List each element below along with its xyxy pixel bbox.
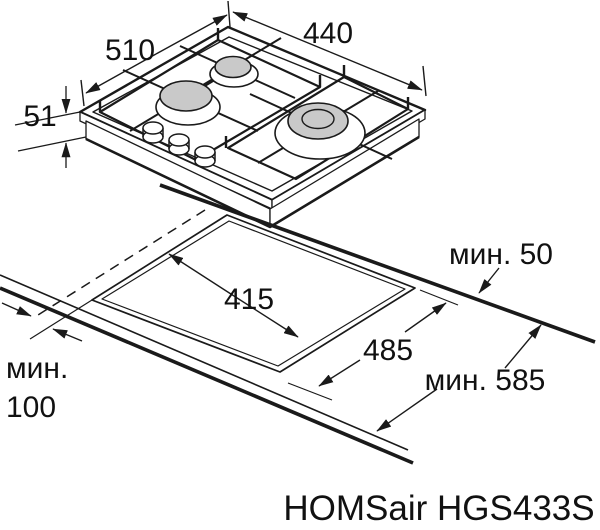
dim-min-side-clearance-label-line2: 100 bbox=[6, 391, 56, 424]
grate-right bbox=[226, 75, 410, 181]
dim-cutout-width-label: 415 bbox=[224, 283, 274, 316]
worktop-front-bottom-edge bbox=[0, 286, 414, 465]
hob-isometric-view bbox=[78, 25, 427, 229]
cutout-dimensions: 415 485 мин. 50 мин. 585 мин. 100 bbox=[1, 238, 553, 432]
burner-large bbox=[274, 102, 366, 160]
knob bbox=[168, 133, 190, 156]
worktop-cutout-view bbox=[0, 183, 596, 465]
model-title: HOMSair HGS433S bbox=[283, 489, 594, 528]
knob bbox=[142, 121, 164, 144]
cutout-outline-outer bbox=[91, 214, 416, 373]
dim-min100-lines bbox=[1, 302, 83, 342]
dim-hob-depth-label: 510 bbox=[105, 34, 155, 67]
dim-min-back-clearance-label: мин. 50 bbox=[449, 238, 553, 271]
dim-485-lines bbox=[318, 302, 447, 387]
dim-510-lines bbox=[85, 14, 228, 94]
hob-inner-rim bbox=[92, 36, 413, 192]
hob-base-bottom-edge bbox=[85, 135, 420, 229]
hob-dimensions: 440 510 51 bbox=[14, 0, 427, 168]
dim-cutout-depth-label: 485 bbox=[363, 334, 413, 367]
dim-hob-width-label: 440 bbox=[303, 17, 353, 50]
grate-feet bbox=[98, 28, 410, 148]
burner-small bbox=[209, 55, 259, 88]
dim-51-lines bbox=[14, 86, 87, 168]
dim-440-lines bbox=[232, 11, 423, 91]
dim-min-side-clearance-label-line1: мин. bbox=[6, 352, 68, 385]
dim-min50-line bbox=[478, 267, 500, 294]
cutout-extension-lines bbox=[29, 289, 459, 401]
dim-min585-lines bbox=[376, 324, 542, 432]
dim-ticks bbox=[80, 0, 427, 107]
dim-min-total-depth-label: мин. 585 bbox=[425, 364, 546, 397]
wall-clearance-dashed-line bbox=[37, 209, 206, 316]
cutout-outline-inner bbox=[101, 220, 406, 367]
worktop-front-top-edge bbox=[0, 274, 409, 451]
control-knobs bbox=[142, 121, 216, 168]
burner-medium bbox=[155, 80, 221, 126]
worktop-back-edge bbox=[159, 183, 596, 344]
knob bbox=[194, 145, 216, 168]
dim-hob-height-label: 51 bbox=[23, 100, 56, 133]
dim-415-lines bbox=[168, 253, 299, 338]
